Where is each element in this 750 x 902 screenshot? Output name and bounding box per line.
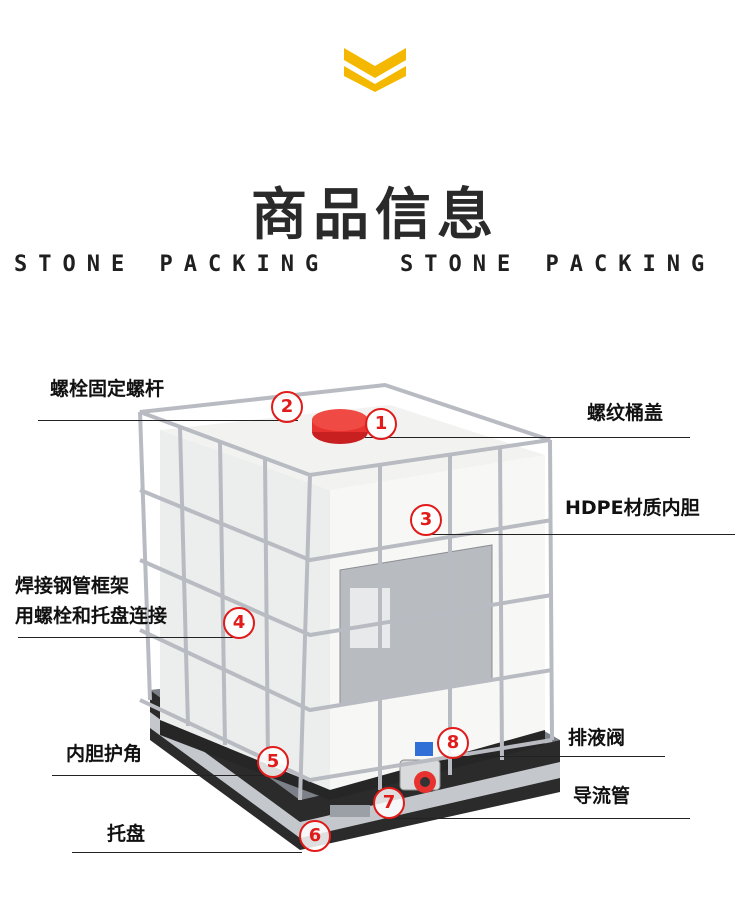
subtitle-row: STONE PACKING STONE PACKING (0, 252, 750, 282)
page-title: 商品信息 (251, 183, 499, 248)
callout-line-lid (365, 437, 690, 438)
subtitle-right: STONE PACKING (400, 252, 716, 277)
chevron-down-icon (344, 48, 406, 92)
label-frame-line1: 焊接钢管框架 (15, 575, 130, 597)
marker-1: 1 (365, 408, 397, 440)
label-pallet: 托盘 (107, 823, 146, 845)
label-bolt: 螺栓固定螺杆 (50, 378, 165, 400)
label-liner: HDPE材质内胆 (565, 497, 700, 519)
marker-5: 5 (257, 746, 289, 778)
marker-8: 8 (437, 727, 469, 759)
label-pipe: 导流管 (573, 785, 631, 807)
callout-line-bolt (38, 420, 298, 421)
steel-frame (138, 382, 554, 801)
tank-body (160, 405, 545, 800)
subtitle-left: STONE PACKING (14, 252, 330, 277)
marker-2: 2 (271, 391, 303, 423)
label-valve: 排液阀 (568, 727, 626, 749)
callout-line-liner (425, 534, 735, 535)
label-lid: 螺纹桶盖 (587, 402, 664, 424)
callout-line-valve (450, 756, 665, 757)
marker-4: 4 (223, 607, 255, 639)
callout-line-frame (18, 637, 243, 638)
label-frame-line2: 用螺栓和托盘连接 (15, 605, 168, 627)
callout-line-pipe (388, 818, 690, 819)
marker-7: 7 (373, 787, 405, 819)
marker-3: 3 (410, 504, 442, 536)
label-corner: 内胆护角 (66, 743, 143, 765)
marker-6: 6 (299, 820, 331, 852)
callout-line-corner (52, 775, 267, 776)
callout-line-pallet (72, 852, 302, 853)
